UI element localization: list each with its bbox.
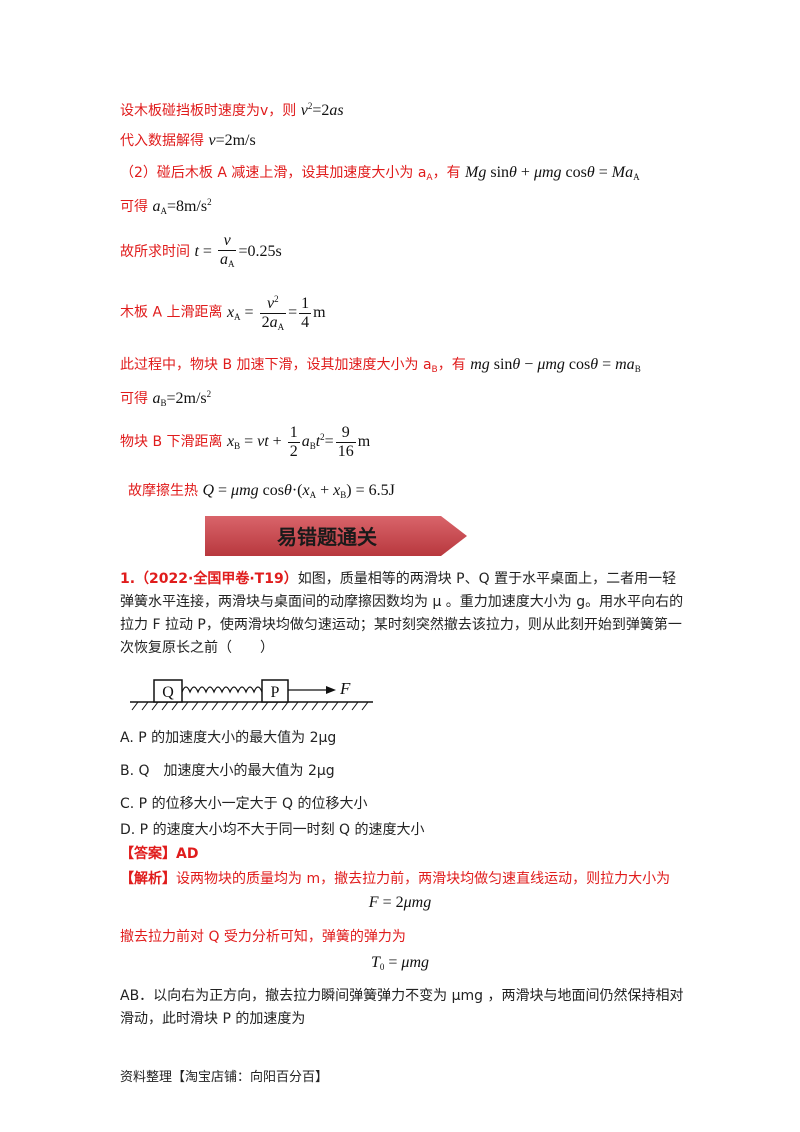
formula-aA: aA=8m/s2 bbox=[152, 197, 212, 216]
question-text: 如图，质量相等的两滑块 P、Q 置于水平桌面上，二者用一轻弹簧水平连接，两滑块与… bbox=[120, 571, 684, 656]
block-p bbox=[261, 679, 289, 703]
option-b: B. Q 加速度大小的最大值为 2μg bbox=[120, 763, 335, 779]
formula-v-squared: v2=2as bbox=[300, 101, 344, 119]
formula-block-force: mg sinθ − μmg cosθ = maB bbox=[470, 356, 641, 374]
solution-line-2: 代入数据解得 v=2m/s bbox=[120, 132, 256, 149]
formula-aB: aB=2m/s2 bbox=[152, 389, 212, 408]
block-p-label: P bbox=[271, 684, 280, 701]
formula-v-value: v=2m/s bbox=[208, 132, 256, 149]
solution-line-1: 设木板碰挡板时速度为v，则 v2=2as bbox=[120, 101, 344, 119]
surface-hatching bbox=[131, 701, 369, 711]
solution-line-3: （2）碰后木板 A 减速上滑，设其加速度大小为 aA，有 Mg sinθ + μ… bbox=[120, 164, 640, 183]
formula-heat: Q = μmg cosθ·(xA + xB) = 6.5J bbox=[202, 482, 395, 500]
solution-line-10: 故摩擦生热 Q = μmg cosθ·(xA + xB) = 6.5J bbox=[128, 482, 395, 500]
spring bbox=[181, 686, 263, 694]
option-d: D. P 的速度大小均不大于同一时刻 Q 的速度大小 bbox=[120, 822, 425, 838]
option-a: A. P 的加速度大小的最大值为 2μg bbox=[120, 730, 337, 746]
banner-title: 易错题通关 bbox=[277, 525, 377, 549]
solution-line-4: 可得 aA=8m/s2 bbox=[120, 197, 212, 216]
block-q-label: Q bbox=[162, 684, 174, 701]
analysis-line-3: AB．以向右为正方向，撤去拉力瞬间弹簧弹力不变为 μmg ，两滑块与地面间仍然保… bbox=[120, 988, 684, 1027]
option-c: C. P 的位移大小一定大于 Q 的位移大小 bbox=[120, 796, 368, 812]
page-footer: 资料整理【淘宝店铺：向阳百分百】 bbox=[120, 1070, 329, 1085]
answer-label: 【答案】AD bbox=[120, 846, 199, 862]
force-arrow-head bbox=[326, 686, 336, 694]
solution-line-8: 可得 aB=2m/s2 bbox=[120, 389, 212, 408]
solution-line-7: 此过程中，物块 B 加速下滑，设其加速度大小为 aB，有 mg sinθ − μ… bbox=[120, 356, 641, 375]
section-banner: 易错题通关 bbox=[205, 516, 467, 556]
question-number: 1.（2022·全国甲卷·T19） bbox=[120, 571, 298, 587]
analysis-line-1: 【解析】设两物块的质量均为 m，撤去拉力前，两滑块均做匀速直线运动，则拉力大小为 bbox=[120, 871, 671, 887]
analysis-line-2: 撤去拉力前对 Q 受力分析可知，弹簧的弹力为 bbox=[120, 929, 406, 945]
question-1: 1.（2022·全国甲卷·T19）如图，质量相等的两滑块 P、Q 置于水平桌面上… bbox=[120, 568, 690, 660]
formula-board-force: Mg sinθ + μmg cosθ = MaA bbox=[465, 164, 640, 182]
spring-blocks-diagram: Q P F bbox=[130, 679, 373, 711]
force-label: F bbox=[339, 679, 351, 698]
formula-F: F = 2μmg bbox=[368, 894, 432, 911]
banner-arrow-shape bbox=[205, 516, 467, 556]
formula-T0: T0 = μmg bbox=[370, 954, 430, 972]
